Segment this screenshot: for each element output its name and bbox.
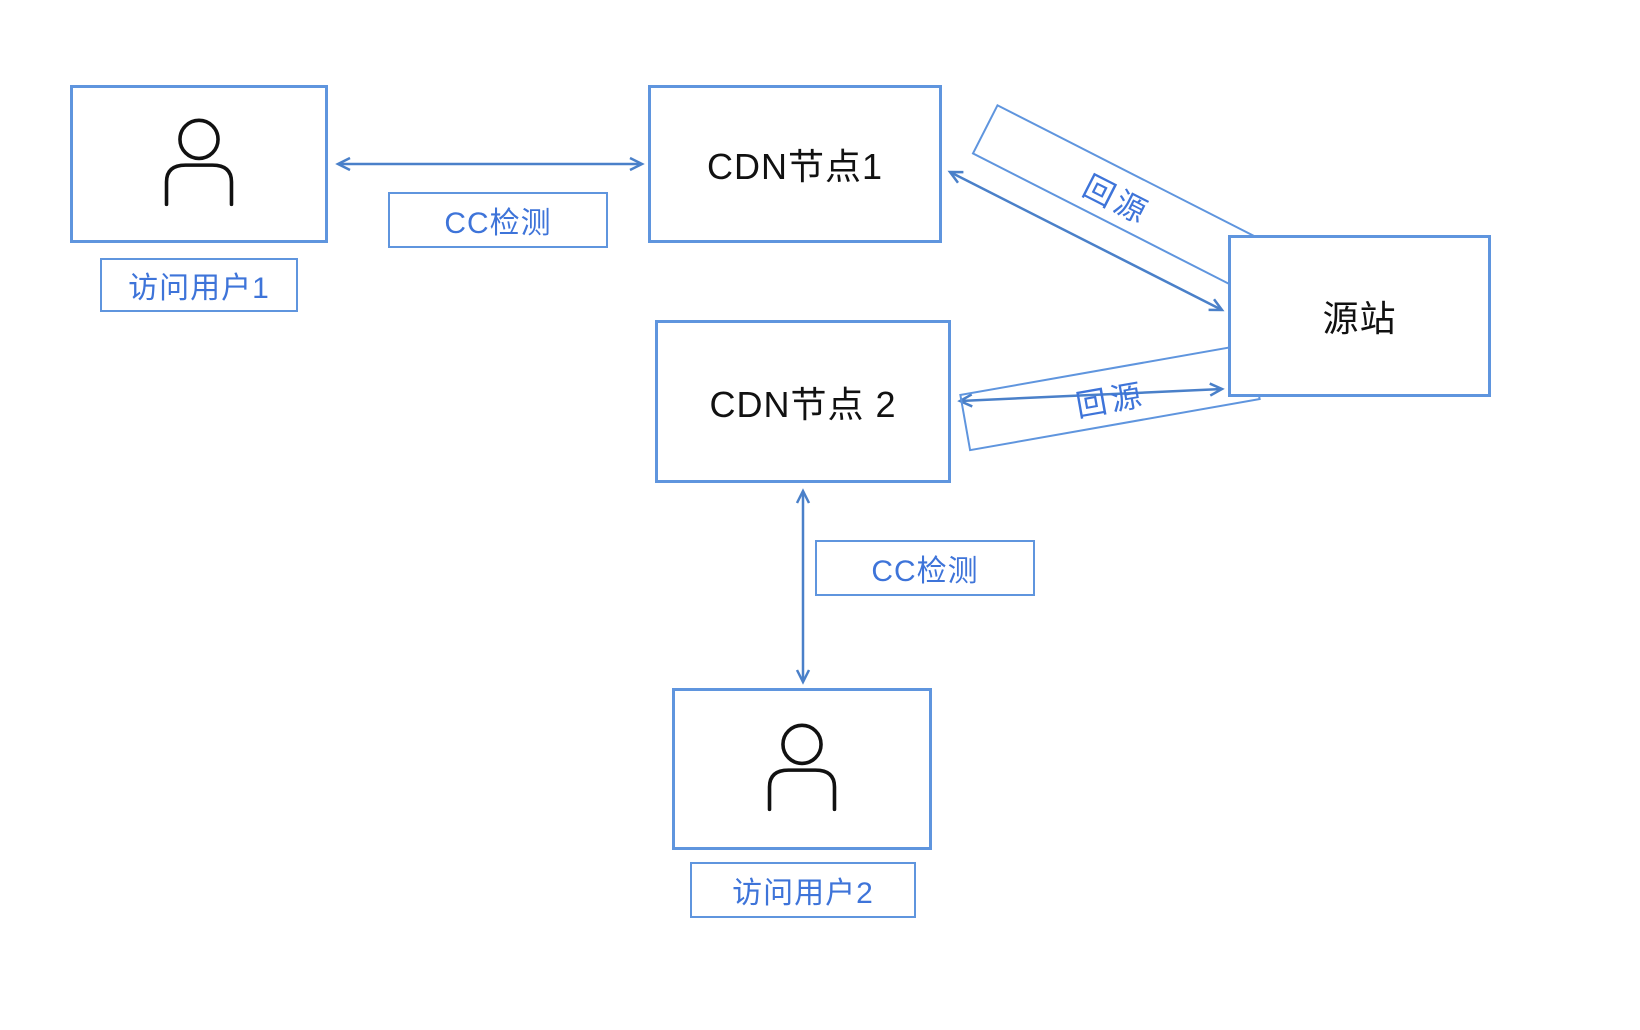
cc-check-2-label: CC检测 <box>815 540 1035 596</box>
person-icon <box>164 118 234 207</box>
origin-node: 源站 <box>1228 235 1491 397</box>
user1-label: 访问用户1 <box>100 258 298 312</box>
user2-label: 访问用户2 <box>690 862 916 918</box>
cc-check-1-label: CC检测 <box>388 192 608 248</box>
cdn-node-2: CDN节点 2 <box>655 320 951 483</box>
person-icon <box>767 723 837 812</box>
back-to-origin-1-label: 回源 <box>971 103 1265 291</box>
user2-node <box>672 688 932 850</box>
back-to-origin-2-label: 回源 <box>959 342 1261 452</box>
cdn-node-1: CDN节点1 <box>648 85 942 243</box>
user1-node <box>70 85 328 243</box>
